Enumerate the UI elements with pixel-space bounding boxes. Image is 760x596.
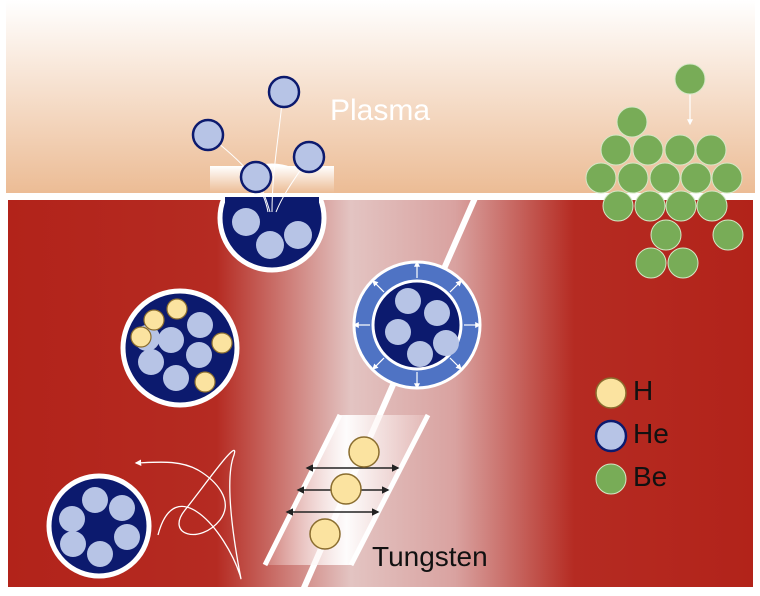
helium-atom <box>187 312 213 338</box>
helium-atom <box>433 330 459 356</box>
helium-atom <box>407 341 433 367</box>
plasma-region <box>6 0 755 193</box>
released-helium-atom <box>292 140 326 174</box>
hydrogen-atom <box>130 326 152 348</box>
beryllium-atom-cluster <box>585 106 744 279</box>
legend-hydrogen-marker <box>595 377 627 409</box>
helium-atom <box>385 319 411 345</box>
released-helium-atom <box>191 118 225 152</box>
helium-atom <box>424 300 450 326</box>
helium-atom <box>82 487 108 513</box>
hydrogen-atom <box>309 518 341 550</box>
helium-atom <box>284 221 312 249</box>
helium-atom <box>158 327 184 353</box>
helium-atom <box>395 288 421 314</box>
diffusion-channel <box>262 413 431 567</box>
released-helium-atom <box>239 160 273 194</box>
helium-atom <box>256 231 284 259</box>
released-helium-atom <box>267 75 301 109</box>
helium-atom <box>232 208 260 236</box>
helium-atom <box>114 524 140 550</box>
helium-atom <box>60 531 86 557</box>
helium-atom <box>138 349 164 375</box>
hydrogen-atom <box>143 309 165 331</box>
tungsten-label: Tungsten <box>372 541 488 572</box>
helium-atom <box>59 506 85 532</box>
legend-beryllium-marker <box>595 463 627 495</box>
hydrogen-atom <box>211 332 233 354</box>
growing-helium-bubble <box>352 260 482 390</box>
hydrogen-atom <box>348 436 380 468</box>
helium-atom <box>163 365 189 391</box>
mixed-hydrogen-helium-bubble <box>120 288 240 408</box>
legend-helium-marker <box>594 419 628 453</box>
plasma-label: Plasma <box>330 94 431 127</box>
legend-beryllium-label: Be <box>633 461 668 492</box>
hydrogen-atom <box>330 473 362 505</box>
random-walk-trajectory <box>134 449 242 580</box>
helium-atom <box>87 541 113 567</box>
beryllium-atom-incoming <box>674 63 706 95</box>
legend-helium-label: He <box>633 418 669 449</box>
legend-hydrogen-label: H <box>633 375 654 406</box>
hydrogen-atom <box>166 298 188 320</box>
mobile-helium-bubble <box>46 473 152 579</box>
hydrogen-atom <box>194 371 216 393</box>
beryllium-deposit <box>585 63 744 279</box>
helium-atom <box>109 495 135 521</box>
helium-atom <box>186 342 212 368</box>
